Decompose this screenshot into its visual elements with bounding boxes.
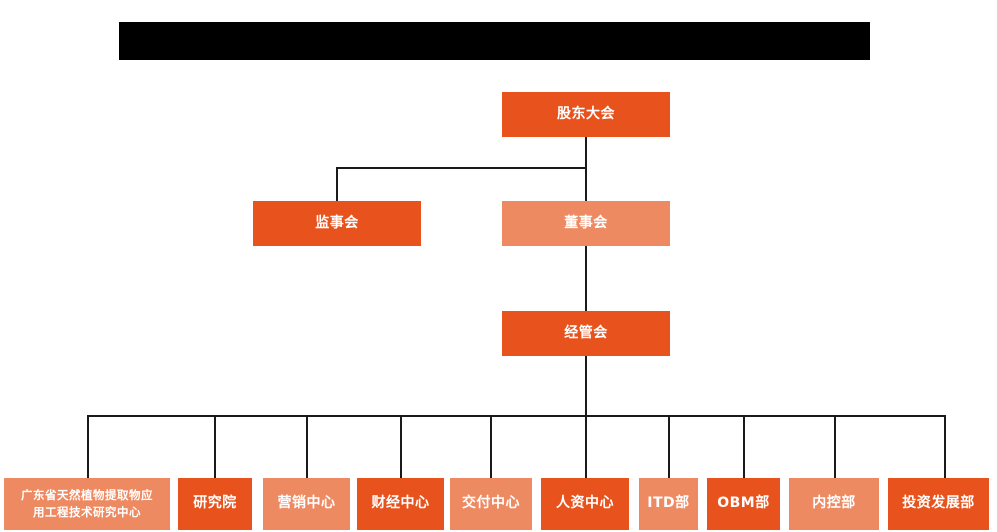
node-management-committee[interactable]: 经管会 — [502, 311, 670, 356]
node-research-institute[interactable]: 研究院 — [178, 478, 252, 530]
node-label-management-committee: 经管会 — [564, 324, 608, 341]
node-label-investment-development-department: 投资发展部 — [902, 495, 975, 512]
node-internal-control-department[interactable]: 内控部 — [789, 478, 879, 530]
node-label-board-of-supervisors: 监事会 — [315, 214, 359, 231]
connector-drop-guangdong-research-center — [87, 415, 89, 478]
connector-drop-marketing-center — [306, 415, 308, 478]
connector-management-to-department-bus — [585, 356, 587, 416]
node-label-guangdong-research-center: 广东省天然植物提取物应 用工程技术研究中心 — [21, 488, 153, 519]
node-label-finance-center: 财经中心 — [371, 495, 430, 512]
node-label-research-institute: 研究院 — [193, 495, 237, 512]
redacted-title-bar — [119, 22, 870, 60]
node-itd-department[interactable]: ITD部 — [639, 478, 698, 530]
node-label-hr-center: 人资中心 — [556, 495, 614, 512]
connector-to-board-of-directors — [585, 167, 587, 201]
node-label-marketing-center: 营销中心 — [277, 495, 336, 512]
node-label-delivery-center: 交付中心 — [462, 495, 520, 512]
node-board-of-directors[interactable]: 董事会 — [502, 201, 670, 246]
connector-drop-investment-development-department — [944, 415, 946, 478]
node-guangdong-research-center[interactable]: 广东省天然植物提取物应 用工程技术研究中心 — [4, 478, 170, 530]
node-shareholders-meeting[interactable]: 股东大会 — [502, 92, 670, 137]
connector-bus-level2 — [336, 167, 587, 169]
connector-drop-internal-control-department — [834, 415, 836, 478]
node-delivery-center[interactable]: 交付中心 — [450, 478, 532, 530]
node-investment-development-department[interactable]: 投资发展部 — [888, 478, 989, 530]
connector-drop-finance-center — [400, 415, 402, 478]
node-finance-center[interactable]: 财经中心 — [357, 478, 444, 530]
connector-department-bus — [87, 415, 945, 417]
connector-directors-to-management — [585, 246, 587, 311]
node-label-shareholders-meeting: 股东大会 — [557, 105, 615, 122]
node-board-of-supervisors[interactable]: 监事会 — [253, 201, 421, 246]
node-label-board-of-directors: 董事会 — [564, 214, 608, 231]
connector-to-board-of-supervisors — [336, 167, 338, 201]
connector-drop-delivery-center — [490, 415, 492, 478]
connector-drop-itd-department — [668, 415, 670, 478]
node-label-internal-control-department: 内控部 — [812, 495, 856, 512]
node-label-itd-department: ITD部 — [647, 495, 690, 512]
connector-shareholders-to-bus — [585, 137, 587, 168]
node-hr-center[interactable]: 人资中心 — [541, 478, 629, 530]
connector-drop-hr-center — [585, 415, 587, 478]
connector-drop-obm-department — [743, 415, 745, 478]
node-marketing-center[interactable]: 营销中心 — [263, 478, 350, 530]
node-label-obm-department: OBM部 — [717, 495, 770, 512]
node-obm-department[interactable]: OBM部 — [707, 478, 780, 530]
connector-drop-research-institute — [214, 415, 216, 478]
